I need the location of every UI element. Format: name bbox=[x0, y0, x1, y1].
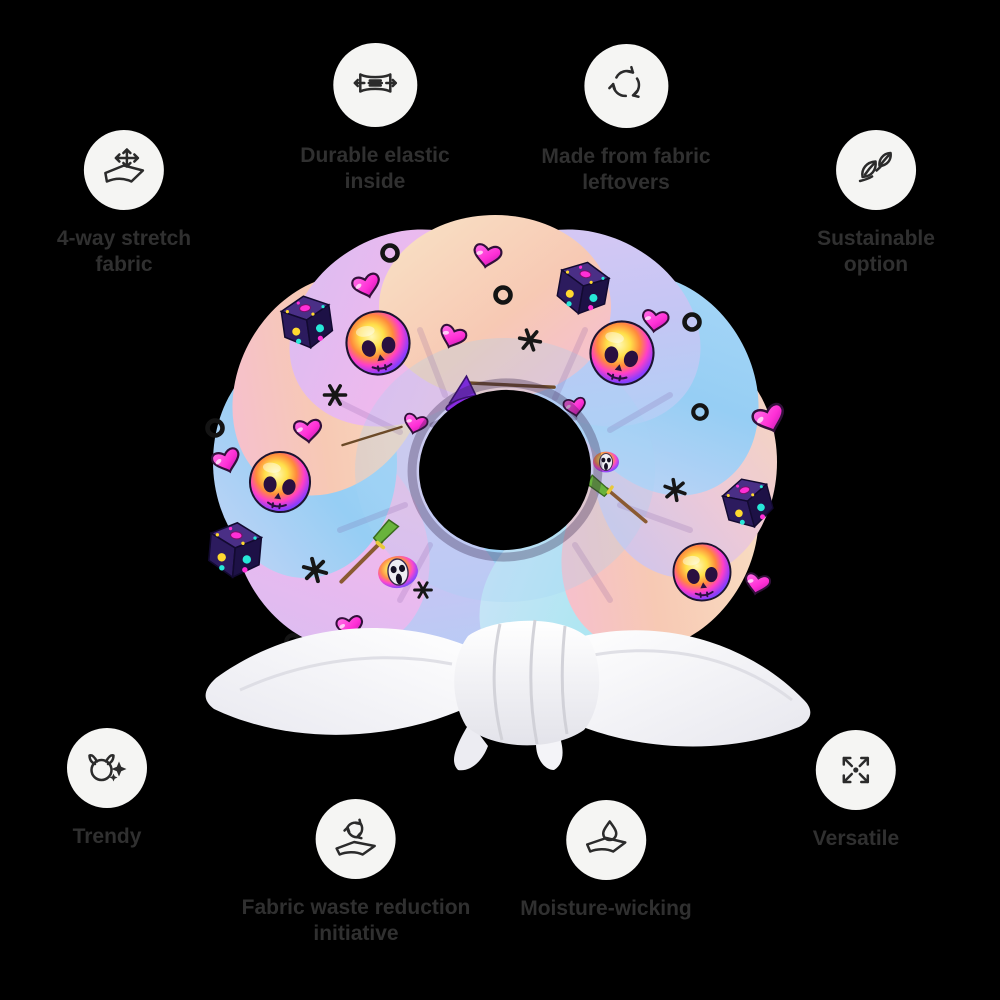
feature-label: Trendy bbox=[73, 824, 142, 850]
feature-label-line: Trendy bbox=[72, 825, 142, 848]
icon-circle bbox=[315, 799, 396, 879]
feature-label: Durable elastic inside bbox=[300, 143, 449, 195]
feature-label-line: Made from fabric bbox=[541, 145, 711, 168]
fabric-recycle-icon bbox=[335, 818, 377, 856]
feature-label-line: 4-way stretch bbox=[56, 227, 192, 250]
bow-right-wing bbox=[554, 630, 811, 747]
scrunchie-bow bbox=[205, 619, 811, 771]
feature-moisture: Moisture-wicking bbox=[520, 800, 692, 922]
moisture-icon bbox=[585, 820, 627, 853]
icon-circle bbox=[583, 44, 668, 128]
icon-circle bbox=[67, 728, 147, 808]
icon-circle bbox=[836, 130, 916, 210]
bow-left-wing bbox=[205, 628, 474, 735]
bow-knot bbox=[454, 620, 600, 746]
motif-heart bbox=[742, 571, 773, 598]
feature-label-line: Fabric waste reduction bbox=[241, 896, 471, 919]
feature-label-line: Sustainable bbox=[817, 227, 935, 250]
elastic-icon bbox=[353, 73, 397, 93]
feature-label-line: leftovers bbox=[582, 171, 670, 194]
feature-elastic: Durable elastic inside bbox=[300, 43, 450, 195]
feature-versatile: Versatile bbox=[813, 730, 899, 852]
recycle-icon bbox=[606, 65, 647, 103]
expand-arrows-icon bbox=[842, 756, 870, 784]
motif-ring bbox=[208, 421, 223, 436]
leaves-icon bbox=[858, 151, 892, 183]
feature-label: 4-way stretch fabric bbox=[57, 226, 191, 278]
feature-label-line: initiative bbox=[313, 922, 399, 945]
feature-label-line: inside bbox=[344, 170, 406, 193]
icon-circle bbox=[816, 730, 896, 810]
feature-label-line: Versatile bbox=[812, 827, 900, 850]
scrunchie-hole bbox=[407, 378, 603, 562]
feature-label-line: fabric bbox=[95, 253, 153, 276]
feature-leftovers: Made from fabric leftovers bbox=[541, 44, 711, 196]
feature-label: Fabric waste reduction initiative bbox=[242, 895, 471, 947]
feature-label-line: Moisture-wicking bbox=[520, 897, 692, 920]
feature-sustainable: Sustainable option bbox=[817, 130, 935, 278]
feature-label: Sustainable option bbox=[817, 226, 935, 278]
feature-label-line: Durable elastic bbox=[300, 144, 450, 167]
feature-trendy: Trendy bbox=[67, 728, 147, 850]
feature-label: Moisture-wicking bbox=[520, 896, 692, 922]
feature-label-line: option bbox=[843, 253, 909, 276]
stretch-fabric-icon bbox=[104, 148, 145, 183]
icon-circle bbox=[83, 130, 164, 210]
feature-label: Versatile bbox=[813, 826, 899, 852]
feature-label: Made from fabric leftovers bbox=[541, 144, 710, 196]
icon-circle bbox=[566, 800, 646, 880]
scrunchie-sparkle-icon bbox=[88, 753, 127, 782]
feature-waste-reduction: Fabric waste reduction initiative bbox=[242, 799, 471, 947]
feature-stretch: 4-way stretch fabric bbox=[57, 130, 191, 278]
icon-circle bbox=[333, 43, 417, 127]
